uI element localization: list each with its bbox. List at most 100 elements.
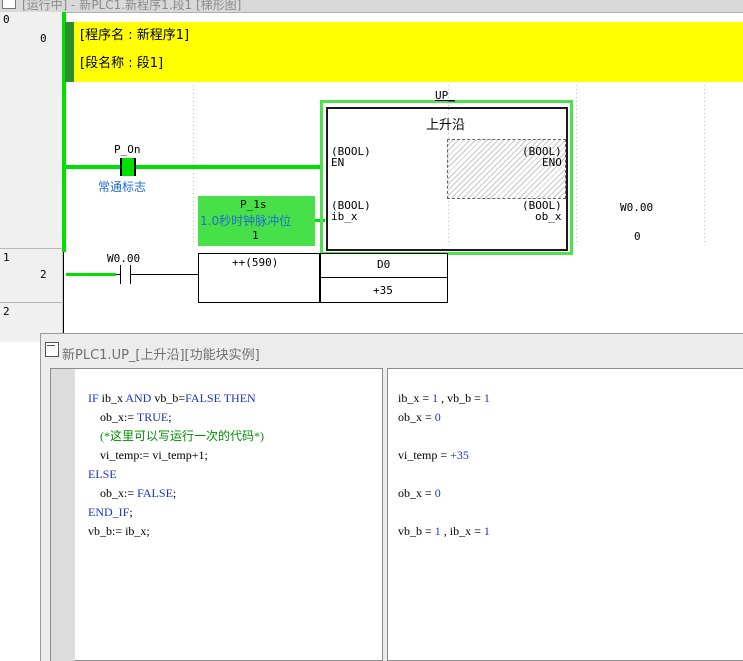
contact-left-bar (120, 265, 121, 284)
eno-output-area (447, 139, 566, 199)
watch-line-token: 1 (483, 391, 490, 405)
code-line-token: vb_b= (154, 391, 186, 405)
grid-guide (576, 85, 577, 245)
output-variable[interactable]: W0.00 (620, 201, 654, 214)
document-icon (2, 0, 16, 9)
watch-line-token: ob_x = (398, 410, 435, 424)
pin-en-type: (BOOL) (331, 145, 371, 158)
contact-w000[interactable] (120, 265, 131, 284)
input-p-1s[interactable] (198, 196, 315, 246)
window-title: [运行中] - 新PLC1.新程序1.段1 [梯形图] (22, 0, 242, 12)
watch-line-token: 0 (434, 486, 441, 500)
rung-number-column (0, 12, 63, 342)
code-line: ob_x:= FALSE; (88, 484, 264, 503)
pin-in-type: (BOOL) (331, 199, 371, 212)
watch-line-token: , vb_b = (438, 391, 484, 405)
code-line: vi_temp:= vi_temp+1; (88, 446, 264, 465)
power-flow-line (66, 273, 116, 276)
code-line-token: AND (125, 391, 155, 405)
wire (116, 274, 120, 275)
instruction-value: +35 (373, 284, 393, 297)
code-line-token: END_IF (88, 505, 130, 519)
contact-p-on[interactable] (121, 158, 135, 176)
wire (131, 274, 199, 275)
window-icon-line (47, 345, 55, 346)
operand-cell[interactable] (320, 253, 448, 278)
window-titlebar: [运行中] - 新PLC1.新程序1.段1 [梯形图] (0, 0, 743, 13)
rung-address: 1 (3, 251, 10, 264)
pin-out: ob_x (535, 210, 562, 223)
rung-index: 0 (40, 32, 47, 45)
st-code[interactable]: IF ib_x AND vb_b=FALSE THEN ob_x:= TRUE;… (88, 389, 264, 541)
power-flow-line (66, 165, 323, 169)
input-p-1s-comment: 1.0秒时钟脉冲位 (200, 214, 292, 228)
output-value: 0 (634, 230, 641, 243)
section-name-comment: [段名称 : 段1] (80, 56, 164, 71)
code-line: (*这里可以写运行一次的代码*) (88, 427, 264, 446)
contact-right-bar (134, 158, 136, 176)
watch-line-token: vi_temp = (398, 448, 451, 462)
power-rail (63, 252, 64, 342)
contact-p-on-comment: 常通标志 (98, 180, 147, 194)
watch-pane[interactable] (387, 368, 743, 661)
input-p-1s-value: 1 (252, 229, 259, 242)
watch-line-token: ib_x = (398, 391, 433, 405)
contact-p-on-label: P_On (114, 143, 141, 156)
fb-window-title: 新PLC1.UP_[上升沿][功能块实例] (62, 348, 260, 363)
operand-value-cell (320, 277, 448, 303)
program-name-comment: [程序名 : 新程序1] (80, 28, 190, 43)
watch-line: ob_x = 0 (398, 408, 490, 427)
instruction-operand: D0 (377, 258, 391, 271)
watch-line-token: , ib_x = (440, 524, 484, 538)
code-gutter (51, 369, 75, 661)
code-line-token: ; (172, 486, 177, 500)
pin-eno-type: (BOOL) (522, 145, 562, 158)
pin-eno: ENO (542, 156, 562, 169)
pin-en: EN (331, 156, 345, 169)
rung-address: 0 (3, 13, 10, 26)
rung-separator (0, 302, 62, 303)
watch-line-token: vb_b = (398, 524, 435, 538)
watch-line-token: 1 (483, 524, 490, 538)
code-line-token: ; (129, 505, 133, 519)
contact-right-bar (130, 265, 131, 284)
code-line: vb_b:= ib_x; (88, 522, 264, 541)
code-line-token: FALSE (137, 486, 173, 500)
code-line: END_IF; (88, 503, 264, 522)
fb-type-name: 上升沿 (426, 118, 466, 133)
watch-line-token: 0 (434, 410, 441, 424)
function-block-frame (326, 107, 568, 251)
code-line-token: TRUE (136, 410, 169, 424)
rung-comment-marker (65, 22, 74, 82)
st-code-pane[interactable] (50, 368, 383, 661)
input-p-1s-name: P_1s (240, 198, 267, 211)
watch-line: vb_b = 1 , ib_x = 1 (398, 522, 490, 541)
watch-line: vi_temp = +35 (398, 446, 490, 465)
code-line: ob_x:= TRUE; (88, 408, 264, 427)
watch-line (398, 503, 490, 522)
watch-line-token: 1 (432, 391, 439, 405)
code-line-token: (*这里可以写运行一次的代码*) (88, 429, 264, 443)
code-line-token: IF (88, 391, 102, 405)
instruction-mnemonic: ++(590) (232, 256, 279, 269)
power-rail-active (62, 12, 66, 252)
code-line: ELSE (88, 465, 264, 484)
code-line-token: vi_temp:= vi_temp+1; (88, 448, 208, 462)
rung-address: 2 (3, 305, 10, 318)
watch-values: ib_x = 1 , vb_b = 1 ob_x = 0 vi_temp = +35… (398, 389, 490, 541)
rung-index: 2 (40, 268, 47, 281)
watch-line-token: ob_x = (398, 486, 435, 500)
watch-line (398, 427, 490, 446)
rung-separator (0, 248, 62, 249)
watch-line: ob_x = 0 (398, 484, 490, 503)
rung-comment[interactable] (65, 22, 743, 82)
instruction-inc[interactable] (198, 253, 320, 303)
pin-out-type: (BOOL) (522, 199, 562, 212)
contact-w000-label: W0.00 (107, 252, 141, 265)
code-line-token: ; (168, 410, 172, 424)
code-line-token: ob_x:= (88, 410, 137, 424)
fb-instance-name: UP_ (435, 89, 455, 102)
code-line-token: ib_x (101, 391, 126, 405)
contact-left-bar (120, 158, 122, 176)
code-line-token: FALSE THEN (185, 391, 256, 405)
